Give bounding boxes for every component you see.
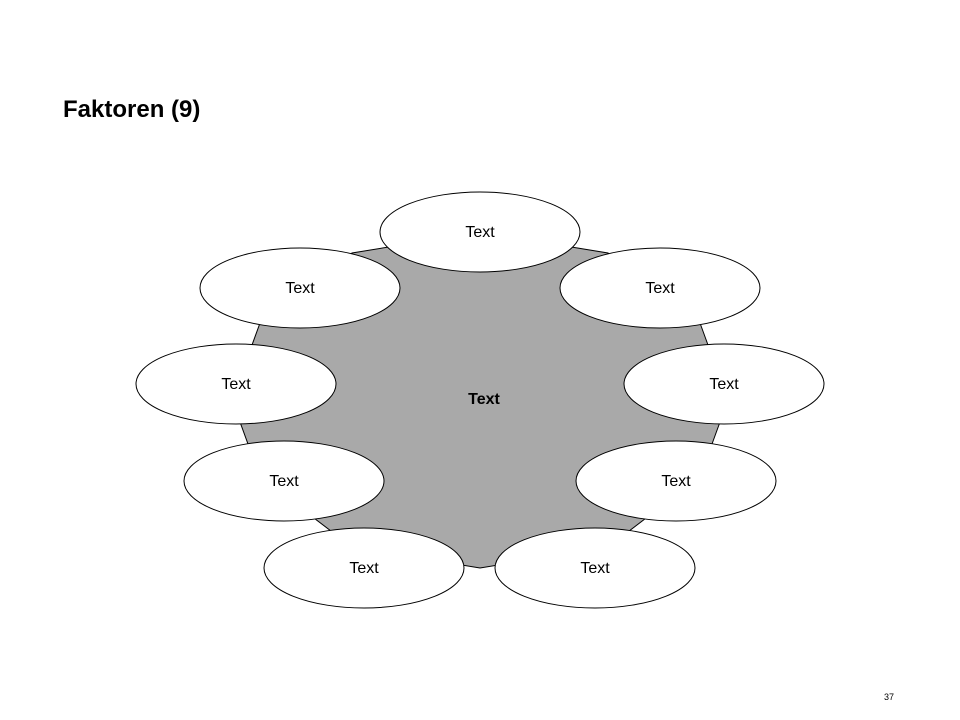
- factor-label: Text: [221, 376, 251, 393]
- factor-node-4[interactable]: Text: [575, 440, 777, 522]
- factor-ellipse[interactable]: [494, 527, 696, 609]
- factor-node-3[interactable]: Text: [623, 343, 825, 425]
- factor-ellipse[interactable]: [199, 247, 401, 329]
- factor-label: Text: [349, 560, 379, 577]
- page-number: 37: [883, 692, 894, 702]
- factor-ellipse[interactable]: [183, 440, 385, 522]
- factor-ellipse[interactable]: [263, 527, 465, 609]
- factor-ellipse[interactable]: [623, 343, 825, 425]
- factor-ellipse[interactable]: [135, 343, 337, 425]
- factor-label: Text: [285, 280, 315, 297]
- factor-label: Text: [645, 280, 675, 297]
- factor-node-5[interactable]: Text: [494, 527, 696, 609]
- factor-ellipse[interactable]: [559, 247, 761, 329]
- factor-label: Text: [661, 473, 691, 490]
- factor-node-8[interactable]: Text: [135, 343, 337, 425]
- factor-node-2[interactable]: Text: [559, 247, 761, 329]
- factor-label: Text: [709, 376, 739, 393]
- factor-ellipse[interactable]: [379, 191, 581, 273]
- slide-title: Faktoren (9): [63, 96, 201, 123]
- factor-ellipse[interactable]: [575, 440, 777, 522]
- factor-label: Text: [465, 224, 495, 241]
- factor-node-7[interactable]: Text: [183, 440, 385, 522]
- factor-node-9[interactable]: Text: [199, 247, 401, 329]
- center-label: Text: [468, 391, 500, 408]
- factor-label: Text: [580, 560, 610, 577]
- factor-node-1[interactable]: Text: [379, 191, 581, 273]
- factor-label: Text: [269, 473, 299, 490]
- factor-node-6[interactable]: Text: [263, 527, 465, 609]
